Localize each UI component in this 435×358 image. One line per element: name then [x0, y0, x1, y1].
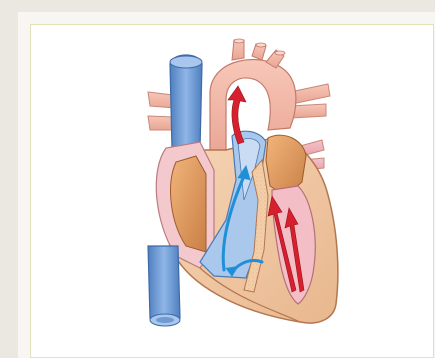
inferior-vena-cava [148, 246, 180, 326]
superior-vena-cava [170, 55, 202, 150]
